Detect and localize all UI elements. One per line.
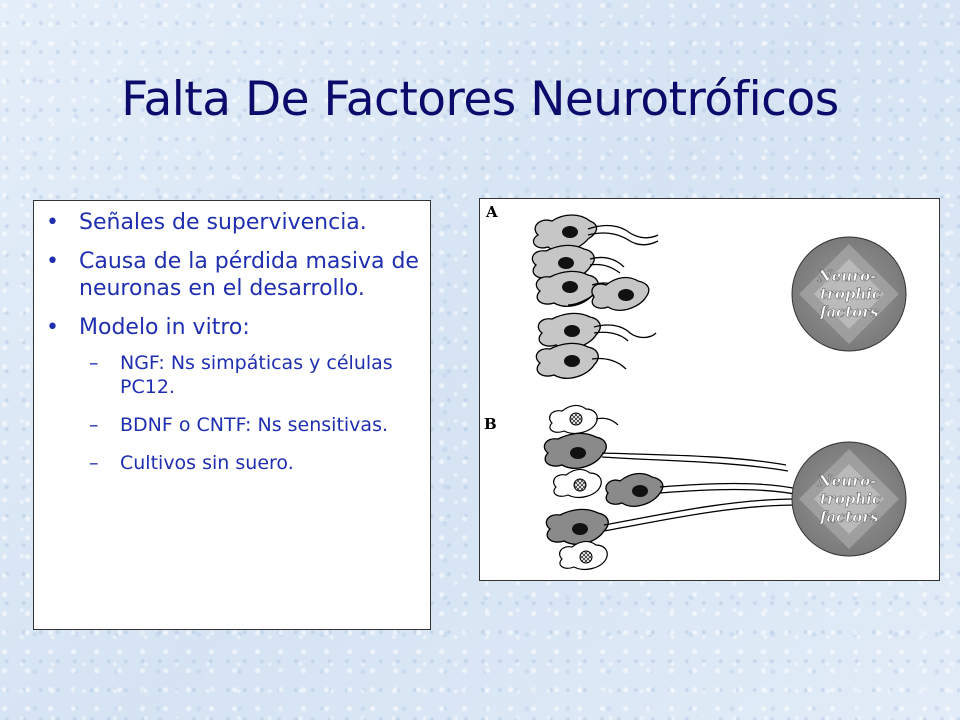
neuron-a1 [532, 214, 659, 253]
neurotrophic-figure: A B [479, 198, 940, 581]
sub-bullet-text: NGF: Ns simpáticas y células PC12. [120, 352, 393, 398]
bullet-marker: • [46, 210, 59, 235]
sub-bullet-item: – BDNF o CNTF: Ns sensitivas. [79, 413, 420, 437]
bullet-item: • Señales de supervivencia. [34, 209, 420, 236]
sphere-b-label-line2: trophic [820, 490, 881, 508]
bullet-text: Causa de la pérdida masiva de neuronas e… [79, 249, 419, 301]
dead-neuron-b3 [553, 468, 602, 499]
neurotrophic-sphere-a: Neuro- trophic factors [791, 236, 907, 352]
bullet-text: Modelo in vitro: [79, 315, 250, 340]
bullet-list: • Señales de supervivencia. • Causa de l… [34, 201, 430, 475]
neuron-b4 [605, 472, 801, 507]
panel-a-label: A [485, 203, 498, 221]
sphere-b-label-line3: factors [819, 508, 879, 526]
text-panel: • Señales de supervivencia. • Causa de l… [33, 200, 431, 630]
panel-b-label: B [484, 415, 497, 433]
panel-a-neurons [531, 214, 659, 379]
bullet-marker: • [46, 249, 59, 274]
figure-illustration: A B [484, 203, 907, 571]
bullet-item: • Causa de la pérdida masiva de neuronas… [34, 248, 420, 302]
neuron-b5 [545, 498, 799, 545]
sub-bullet-item: – Cultivos sin suero. [79, 451, 420, 475]
sub-bullet-item: – NGF: Ns simpáticas y células PC12. [79, 351, 420, 399]
neuron-b2 [543, 432, 789, 472]
bullet-marker: • [46, 315, 59, 340]
neurotrophic-sphere-b: Neuro- trophic factors [791, 441, 907, 557]
sphere-a-label-line1: Neuro- [817, 267, 876, 285]
sphere-a-label-line2: trophic [820, 285, 881, 303]
sphere-a-label-line3: factors [819, 303, 879, 321]
neuron-a4 [567, 276, 650, 311]
neuron-a5 [537, 312, 657, 349]
sub-bullet-marker: – [89, 452, 99, 474]
sub-bullet-list: – NGF: Ns simpáticas y células PC12. – B… [79, 351, 420, 475]
sub-bullet-text: BDNF o CNTF: Ns sensitivas. [120, 414, 389, 436]
sphere-b-label-line1: Neuro- [817, 472, 876, 490]
sub-bullet-text: Cultivos sin suero. [120, 452, 294, 474]
bullet-text: Señales de supervivencia. [79, 210, 367, 235]
bullet-item: • Modelo in vitro: – NGF: Ns simpáticas … [34, 314, 420, 475]
neuron-a3 [535, 270, 623, 307]
sub-bullet-marker: – [89, 352, 99, 374]
slide-title: Falta De Factores Neurotróficos [121, 72, 839, 127]
neuron-a6 [535, 342, 627, 379]
dead-neuron-b6 [559, 540, 608, 571]
panel-b-neurons [543, 404, 801, 571]
dead-neuron-b1 [549, 404, 619, 435]
sub-bullet-marker: – [89, 414, 99, 436]
